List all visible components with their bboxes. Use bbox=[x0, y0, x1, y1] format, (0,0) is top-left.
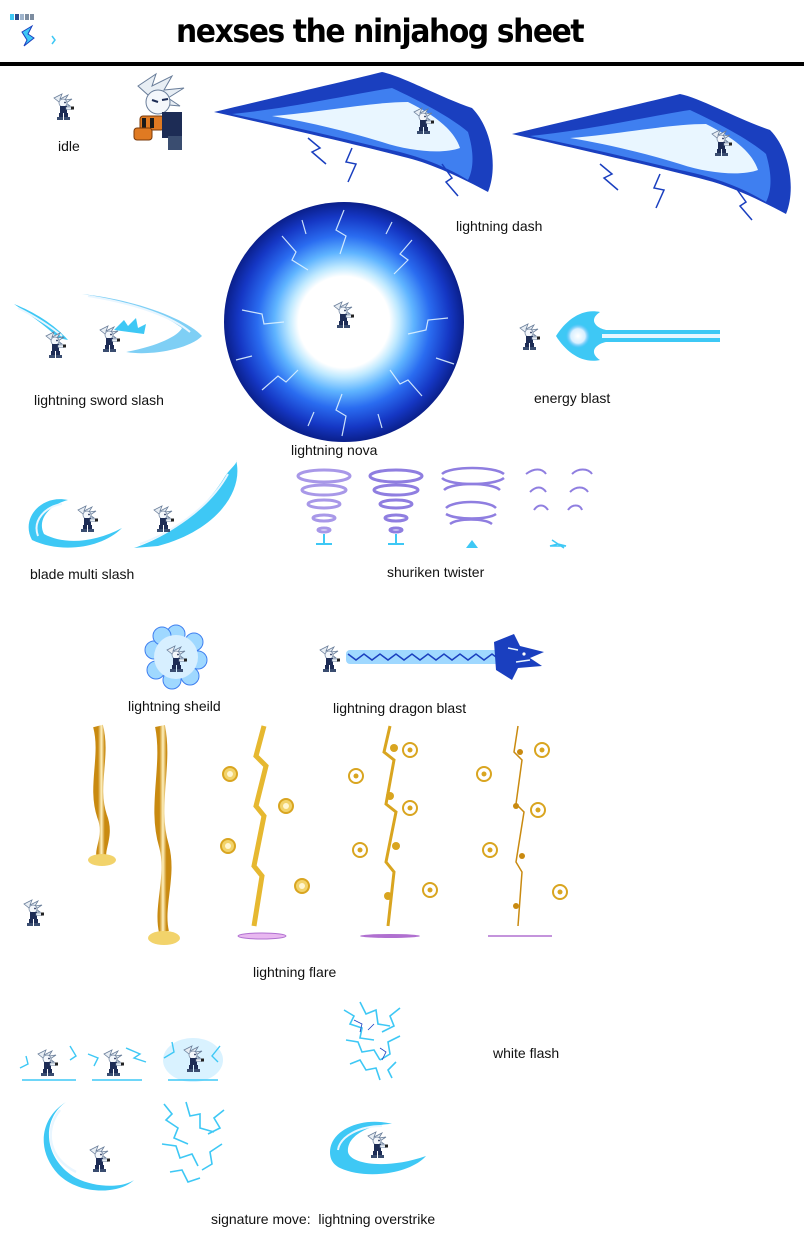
lightning-sheild bbox=[144, 624, 208, 690]
lightning-nova-orb bbox=[224, 202, 464, 442]
lightning-dash-frame-2 bbox=[512, 94, 791, 221]
shuriken-twister-frame-2 bbox=[368, 468, 424, 545]
shuriken-twister-label: shuriken twister bbox=[387, 564, 485, 580]
signature-move-label: signature move: lightning overstrike bbox=[211, 1211, 436, 1227]
white-flash-burst bbox=[343, 1001, 401, 1081]
title-divider bbox=[0, 62, 804, 66]
overstrike-charge-3 bbox=[163, 1038, 223, 1082]
blade-multi-slash-frame-2 bbox=[134, 460, 238, 548]
lightning-flare-caster bbox=[23, 899, 45, 927]
idle-portrait bbox=[133, 72, 185, 150]
overstrike-charge-1 bbox=[19, 1045, 77, 1081]
lightning-flare-frame-5 bbox=[476, 725, 568, 937]
lightning-dragon-blast-label: lightning dragon blast bbox=[333, 700, 467, 716]
lightning-sword-slash-frame-2 bbox=[82, 294, 202, 354]
overstrike-finish bbox=[330, 1121, 426, 1175]
lightning-flare-frame-4 bbox=[348, 725, 438, 938]
lightning-flare-frame-3 bbox=[220, 725, 310, 940]
idle-label: idle bbox=[58, 138, 80, 154]
blade-multi-slash-label: blade multi slash bbox=[30, 566, 135, 582]
lightning-sword-slash-label: lightning sword slash bbox=[34, 392, 164, 408]
energy-blast-label: energy blast bbox=[534, 390, 611, 406]
sheet-title: nexses the ninjahog sheet bbox=[176, 12, 585, 50]
idle-sprite bbox=[53, 93, 75, 121]
overstrike-charge-2 bbox=[87, 1047, 147, 1081]
overstrike-slash bbox=[43, 1102, 134, 1191]
shuriken-twister-frame-4 bbox=[525, 468, 593, 549]
lightning-flare-beam-1 bbox=[88, 724, 116, 866]
lightning-dragon-blast bbox=[319, 634, 544, 680]
overstrike-lightning bbox=[161, 1101, 225, 1183]
blade-multi-slash-frame-1 bbox=[28, 499, 122, 548]
lightning-sheild-label: lightning sheild bbox=[128, 698, 221, 714]
shuriken-twister-frame-3 bbox=[441, 466, 505, 548]
lightning-dash-frame-1 bbox=[214, 72, 493, 197]
header-icon bbox=[10, 14, 56, 47]
white-flash-label: white flash bbox=[493, 1045, 560, 1061]
lightning-flare-label: lightning flare bbox=[253, 964, 337, 980]
lightning-sword-slash-frame-1 bbox=[14, 304, 68, 359]
lightning-flare-beam-2 bbox=[148, 725, 180, 945]
energy-blast bbox=[519, 311, 720, 361]
lightning-dash-label: lightning dash bbox=[456, 218, 543, 234]
lightning-nova-label: lightning nova bbox=[291, 442, 378, 458]
shuriken-twister-frame-1 bbox=[296, 468, 352, 545]
